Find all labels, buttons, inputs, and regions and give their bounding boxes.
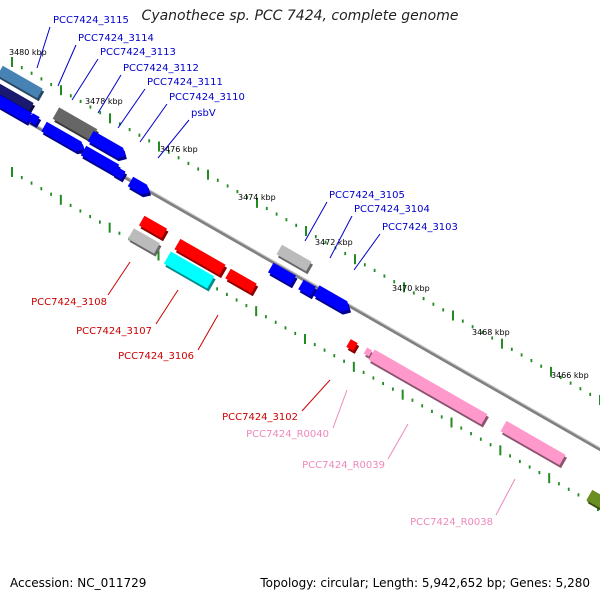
label-pcc7424-3110: PCC7424_3110	[169, 92, 245, 103]
feature-pcc7424-3105	[276, 244, 312, 272]
scale-label: 3476 kbp	[160, 145, 198, 154]
feature-olive	[586, 489, 600, 509]
feature-psbv	[112, 166, 126, 180]
label-psbv-leader	[157, 119, 190, 159]
label-psbv: psbV	[191, 108, 216, 119]
scale-label: 3466 kbp	[551, 371, 589, 380]
label-pcc7424-3104: PCC7424_3104	[354, 204, 430, 215]
label-pcc7424-3106: PCC7424_3106	[118, 351, 194, 362]
feature-pcc7424-3112	[52, 107, 98, 141]
feature-gray	[127, 228, 161, 254]
feature-small-forward	[28, 113, 40, 125]
topology-summary: Topology: circular; Length: 5,942,652 bp…	[260, 576, 590, 590]
label-pcc7424-3111: PCC7424_3111	[147, 77, 223, 88]
feature-pcc7424-3103	[313, 285, 350, 312]
scale-label: 3470 kbp	[392, 284, 430, 293]
label-pcc7424-3115-leader	[36, 26, 51, 69]
feature-pcc7424-3108	[138, 215, 168, 239]
feature-dark	[0, 83, 34, 111]
label-pcc7424-3102: PCC7424_3102	[222, 412, 298, 423]
accession-label: Accession: NC_011729	[10, 576, 147, 590]
label-pcc7424-3115: PCC7424_3115	[53, 15, 129, 26]
label-pcc7424-3105-leader	[304, 201, 328, 242]
label-pcc7424-3111-leader	[117, 88, 146, 129]
label-pcc7424-3108: PCC7424_3108	[31, 297, 107, 308]
label-pcc7424-r0038: PCC7424_R0038	[410, 517, 493, 528]
label-pcc7424-3112-leader	[97, 74, 122, 114]
feature-pcc7424-3113	[41, 121, 84, 152]
feature-pcc7424-3107	[174, 238, 226, 276]
label-pcc7424-r0040-leader	[332, 389, 348, 429]
label-pcc7424-3103: PCC7424_3103	[382, 222, 458, 233]
label-pcc7424-3113-leader	[71, 58, 99, 101]
feature-pcc7424-3111	[87, 130, 126, 159]
label-pcc7424-r0040: PCC7424_R0040	[246, 429, 329, 440]
feature-pcc7424-r0039	[368, 349, 488, 425]
scale-label: 3478 kbp	[85, 97, 123, 106]
label-pcc7424-3107-leader	[155, 289, 179, 325]
feature-pcc7424-r0038	[500, 420, 566, 466]
feature-pcc7424-3115	[0, 65, 43, 99]
feature-pcc7424-3102	[346, 339, 358, 351]
genome-title: Cyanothece sp. PCC 7424, complete genome	[141, 8, 459, 24]
scale-label: 3472 kbp	[315, 238, 353, 247]
label-pcc7424-3105: PCC7424_3105	[329, 190, 405, 201]
feature-pcc7424-r0040	[363, 347, 373, 357]
feature-pcc7424-3104	[267, 262, 297, 286]
label-pcc7424-r0039: PCC7424_R0039	[302, 460, 385, 471]
feature-pcc7424-3114	[0, 94, 33, 123]
label-pcc7424-3108-leader	[107, 261, 131, 296]
scale-label: 3468 kbp	[472, 328, 510, 337]
label-pcc7424-r0039-leader	[387, 423, 409, 460]
label-pcc7424-3114-leader	[57, 44, 77, 87]
label-pcc7424-3110-leader	[139, 103, 168, 143]
label-pcc7424-3107: PCC7424_3107	[76, 326, 152, 337]
label-pcc7424-3112: PCC7424_3112	[123, 63, 199, 74]
label-pcc7424-3113: PCC7424_3113	[100, 47, 176, 58]
label-pcc7424-r0038-leader	[495, 478, 516, 516]
scale-label: 3480 kbp	[9, 48, 47, 57]
feature-pcc7424-3104b	[298, 279, 316, 297]
label-pcc7424-3102-leader	[301, 379, 331, 412]
label-pcc7424-3103-leader	[353, 233, 381, 271]
feature-pcc7424-3106	[225, 268, 257, 294]
label-pcc7424-3106-leader	[197, 314, 219, 351]
feature-cyan	[163, 251, 215, 289]
label-pcc7424-3114: PCC7424_3114	[78, 33, 154, 44]
label-pcc7424-3104-leader	[329, 215, 353, 259]
feature-psbv-arrow	[127, 176, 150, 195]
feature-pcc7424-3110	[80, 145, 120, 175]
scale-label: 3474 kbp	[238, 193, 276, 202]
